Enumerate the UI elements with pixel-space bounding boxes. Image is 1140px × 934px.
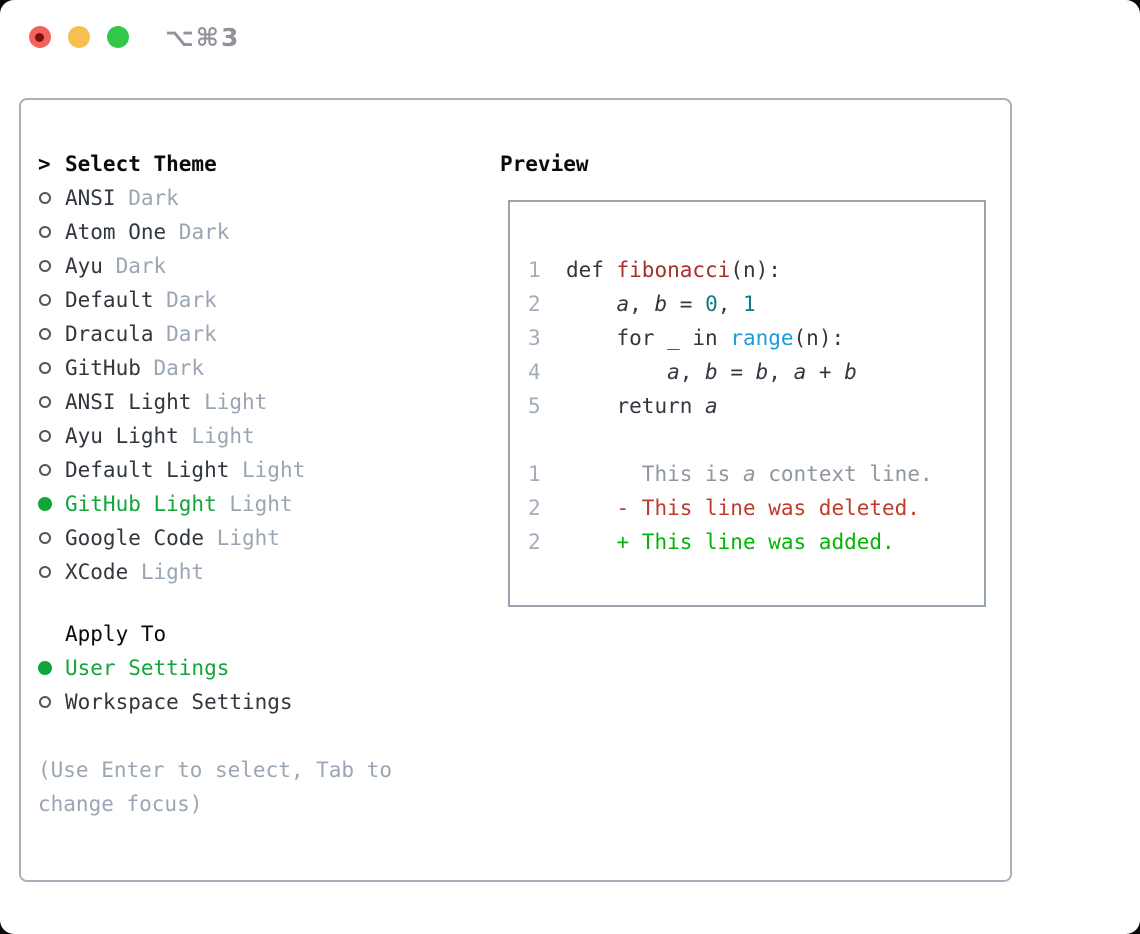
zoom-button-icon[interactable] (107, 26, 129, 48)
radio-icon (39, 328, 51, 340)
window-title: ⌥⌘3 (165, 23, 241, 52)
theme-item-variant: Dark (166, 220, 230, 244)
theme-item-label: ANSI Light (65, 390, 192, 414)
theme-item[interactable]: Ayu Light Light (38, 419, 305, 453)
select-theme-header-row: > Select Theme (38, 147, 305, 181)
hint-text: (Use Enter to select, Tab to change focu… (38, 758, 393, 816)
close-button-icon[interactable] (29, 26, 51, 48)
radio-selected-icon (38, 661, 52, 675)
theme-item-variant: Dark (153, 322, 217, 346)
theme-item[interactable]: Ayu Dark (38, 249, 305, 283)
radio-icon (39, 362, 51, 374)
theme-item[interactable]: Default Dark (38, 283, 305, 317)
minimize-button-icon[interactable] (68, 26, 90, 48)
radio-icon (39, 226, 51, 238)
radio-icon (39, 260, 51, 272)
code-line: 1 def fibonacci(n): (528, 258, 781, 282)
theme-item-variant: Light (191, 390, 268, 414)
theme-item-variant: Light (216, 492, 293, 516)
theme-item-variant: Dark (115, 186, 179, 210)
theme-item-label: GitHub (65, 356, 141, 380)
theme-item-variant: Dark (140, 356, 205, 380)
radio-icon (39, 192, 51, 204)
code-line: 2 a, b = 0, 1 (528, 292, 756, 316)
preview-header-row: Preview (500, 147, 589, 181)
theme-item[interactable]: Dracula Dark (38, 317, 305, 351)
theme-item-label: Ayu Light (65, 424, 179, 448)
code-line (528, 423, 933, 457)
apply-option[interactable]: Workspace Settings (38, 685, 293, 719)
code-line: 2 + This line was added. (528, 530, 895, 554)
theme-item-label: Default Light (65, 458, 230, 482)
theme-item-label: Default (65, 288, 154, 312)
radio-selected-icon (38, 497, 52, 511)
code-preview: 1 def fibonacci(n): 2 a, b = 0, 1 3 for _ … (528, 253, 933, 559)
preview-header: Preview (500, 152, 589, 176)
prompt-icon: > (38, 152, 51, 176)
close-dot-icon (35, 33, 44, 42)
code-line: 5 return a (528, 394, 718, 418)
apply-option-label: User Settings (65, 656, 230, 680)
titlebar: ⌥⌘3 (0, 0, 1140, 74)
theme-item[interactable]: GitHub Dark (38, 351, 305, 385)
radio-icon (39, 464, 51, 476)
theme-item-label: XCode (65, 560, 129, 584)
theme-item-label: Ayu (65, 254, 103, 278)
preview-box: 1 def fibonacci(n): 2 a, b = 0, 1 3 for _ … (508, 200, 986, 607)
apply-option-label: Workspace Settings (65, 690, 293, 714)
theme-item[interactable]: Atom One Dark (38, 215, 305, 249)
theme-item-label: Atom One (65, 220, 167, 244)
radio-icon (39, 396, 51, 408)
radio-icon (39, 430, 51, 442)
theme-item-variant: Light (204, 526, 280, 550)
apply-to-header: Apply To (65, 622, 167, 646)
theme-item[interactable]: Default Light Light (38, 453, 305, 487)
theme-item[interactable]: XCode Light (38, 555, 305, 589)
code-line: 1 This is a context line. (528, 462, 933, 486)
theme-item[interactable]: Google Code Light (38, 521, 305, 555)
code-line: 3 for _ in range(n): (528, 326, 845, 350)
apply-option[interactable]: User Settings (38, 651, 293, 685)
radio-icon (39, 566, 51, 578)
theme-item-label: Dracula (65, 322, 154, 346)
theme-item-variant: Light (178, 424, 255, 448)
radio-icon (39, 532, 51, 544)
theme-item-label: GitHub Light (65, 492, 217, 516)
theme-item[interactable]: ANSI Light Light (38, 385, 305, 419)
select-theme-header: Select Theme (65, 152, 217, 176)
theme-item-variant: Dark (102, 254, 167, 278)
theme-item-label: Google Code (65, 526, 205, 550)
theme-item-variant: Dark (153, 288, 217, 312)
theme-item-variant: Light (229, 458, 306, 482)
apply-to-header-row: Apply To (38, 617, 293, 651)
code-line: 4 a, b = b, a + b (528, 360, 857, 384)
radio-icon (39, 294, 51, 306)
theme-item[interactable]: ANSI Dark (38, 181, 305, 215)
theme-item-variant: Light (128, 560, 205, 584)
radio-icon (39, 696, 51, 708)
code-line: 2 - This line was deleted. (528, 496, 920, 520)
theme-item[interactable]: GitHub Light Light (38, 487, 305, 521)
theme-item-label: ANSI (65, 186, 116, 210)
